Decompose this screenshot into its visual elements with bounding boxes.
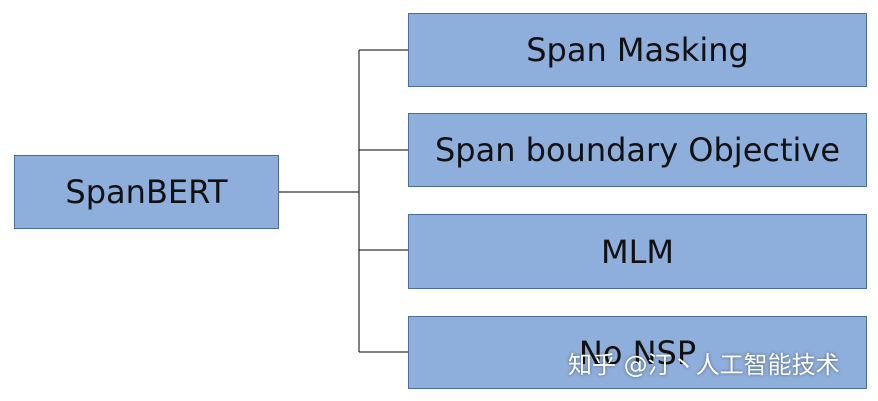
- node-span-boundary-objective: Span boundary Objective: [408, 113, 867, 187]
- node-span-masking-label: Span Masking: [526, 31, 749, 69]
- node-span-boundary-objective-label: Span boundary Objective: [434, 131, 841, 169]
- node-mlm-label: MLM: [600, 232, 675, 271]
- node-no-nsp: No NSP: [408, 316, 867, 389]
- node-mlm: MLM: [408, 214, 867, 289]
- node-span-masking: Span Masking: [408, 13, 867, 87]
- node-spanbert: SpanBERT: [14, 155, 279, 229]
- node-no-nsp-label: No NSP: [578, 333, 697, 372]
- node-spanbert-label: SpanBERT: [65, 173, 228, 211]
- watermark-text: 知乎 @汀丶人工智能技术: [568, 351, 840, 379]
